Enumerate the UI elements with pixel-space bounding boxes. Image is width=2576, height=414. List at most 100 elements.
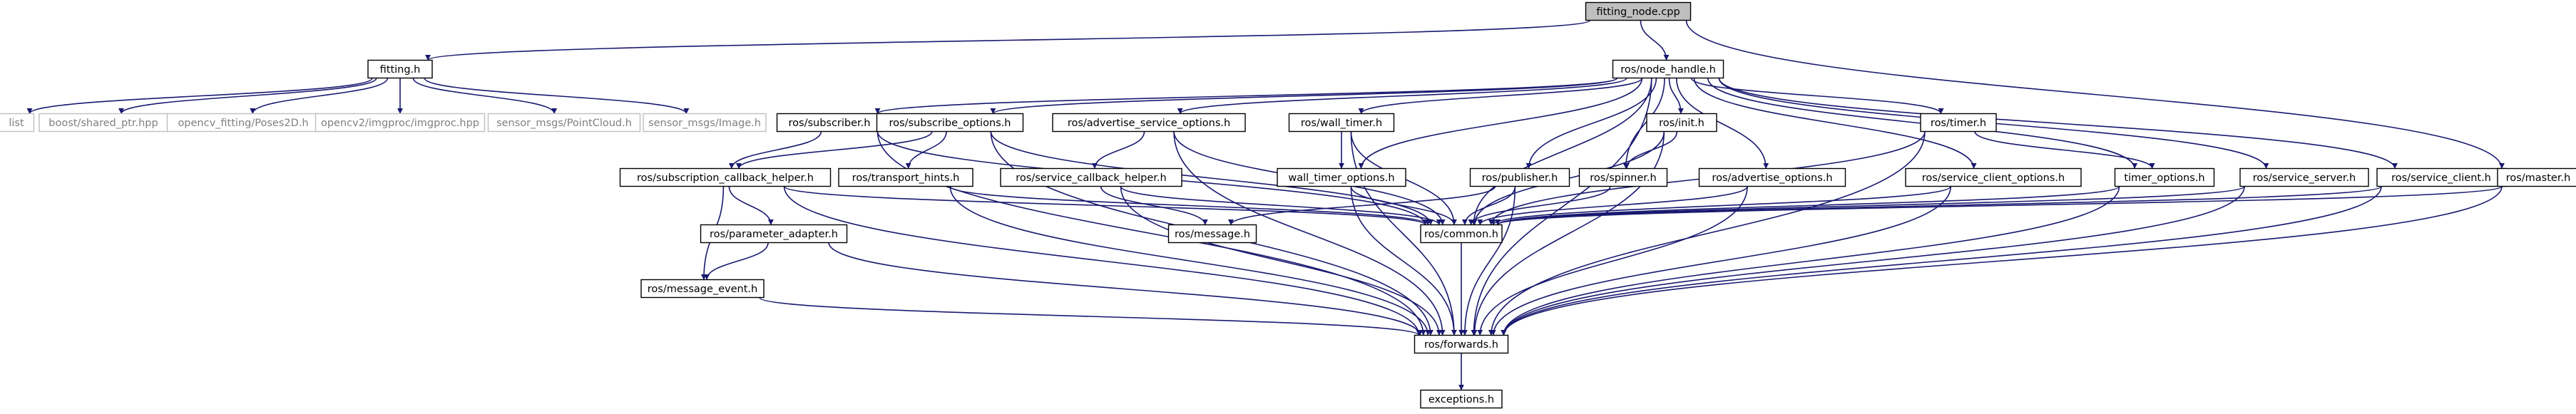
node-label: ros/publisher.h: [1482, 172, 1558, 184]
node-timer-h[interactable]: ros/timer.h: [1920, 113, 1997, 133]
node-spinner-h[interactable]: ros/spinner.h: [1578, 167, 1668, 187]
edge-service_server_h-to-forwards_h: [1501, 186, 2245, 336]
node-service-callback-helper-h[interactable]: ros/service_callback_helper.h: [1000, 167, 1182, 187]
node-master-h[interactable]: ros/master.h: [2497, 167, 2576, 187]
node-forwards-h[interactable]: ros/forwards.h: [1414, 334, 1509, 354]
edge-arrow: [412, 78, 558, 114]
node-node-handle-h[interactable]: ros/node_handle.h: [1612, 59, 1724, 79]
node-box: [1469, 167, 1570, 187]
node-wall-timer-options-h[interactable]: wall_timer_options.h: [1277, 167, 1406, 187]
node-label: ros/advertise_service_options.h: [1068, 118, 1230, 129]
edge-master_h-to-forwards_h: [1501, 186, 2503, 336]
node-fitting-node-cpp[interactable]: fitting_node.cpp: [1585, 1, 1692, 21]
node-service-server-h[interactable]: ros/service_server.h: [2239, 167, 2369, 187]
edge-arrow: [26, 77, 373, 115]
node-transport-hints-h[interactable]: ros/transport_hints.h: [838, 167, 973, 187]
edge-arrow: [905, 131, 947, 169]
edge-arrow: [1690, 78, 1944, 114]
edge-fitting_node_cpp-to-fitting_h: [425, 19, 1591, 61]
edge-parameter_adapter_h-to-message_event_h: [704, 242, 769, 280]
edge-arrow: [1675, 78, 1769, 169]
edge-subscribe_options_h-to-subscription_callback_helper_h: [735, 131, 933, 169]
edge-advertise_options_h-to-common_h: [1477, 186, 1748, 225]
node-common-h[interactable]: ros/common.h: [1420, 224, 1503, 244]
node-box: [1277, 167, 1406, 187]
edge-arrow: [1501, 186, 2120, 336]
node-message-h[interactable]: ros/message.h: [1167, 224, 1257, 244]
node-parameter-adapter-h[interactable]: ros/parameter_adapter.h: [700, 224, 848, 244]
edge-fitting_h-to-sensor_image: [424, 78, 690, 114]
edge-subscription_callback_helper_h-to-forwards_h: [783, 186, 1422, 336]
edge-arrow: [1468, 186, 1611, 225]
edge-publisher_h-to-forwards_h: [1461, 186, 1516, 336]
edges-layer: [26, 19, 2505, 390]
node-timer-options-h[interactable]: timer_options.h: [2114, 167, 2215, 187]
node-box: [1646, 113, 1717, 133]
edge-fitting_h-to-sensor_pointcloud: [412, 78, 558, 114]
edge-arrow: [1718, 78, 2398, 169]
edge-arrow: [1495, 185, 2382, 226]
node-subscribe-options-h[interactable]: ros/subscribe_options.h: [876, 113, 1024, 133]
node-label: ros/service_server.h: [2253, 172, 2356, 184]
node-box: [1578, 167, 1668, 187]
node-label: ros/subscription_callback_helper.h: [637, 172, 814, 184]
node-box: [1167, 224, 1257, 244]
edge-arrow: [1350, 131, 1457, 336]
edge-arrow: [1974, 131, 2155, 169]
edge-node_handle_h-to-spinner_h: [1622, 78, 1665, 169]
edge-arrow: [1350, 186, 1457, 225]
node-box: [0, 113, 35, 133]
node-box: [643, 113, 767, 133]
edge-arrow: [759, 296, 1422, 336]
node-label: ros/node_handle.h: [1620, 64, 1716, 76]
node-message-event-h[interactable]: ros/message_event.h: [640, 279, 765, 299]
edge-wall_timer_options_h-to-forwards_h: [1350, 186, 1457, 336]
edge-parameter_adapter_h-to-forwards_h: [828, 242, 1424, 336]
node-wall-timer-h[interactable]: ros/wall_timer.h: [1288, 113, 1395, 133]
edge-subscription_callback_helper_h-to-parameter_adapter_h: [728, 186, 774, 225]
node-box: [2114, 167, 2215, 187]
edge-node_handle_h-to-service_client_h: [1718, 78, 2398, 169]
node-label: wall_timer_options.h: [1288, 172, 1394, 184]
node-service-client-options-h[interactable]: ros/service_client_options.h: [1905, 167, 2082, 187]
edge-publisher_h-to-common_h: [1461, 186, 1516, 225]
edge-arrow: [425, 19, 1591, 61]
edge-node_handle_h-to-publisher_h: [1525, 78, 1657, 169]
node-fitting-h[interactable]: fitting.h: [367, 59, 433, 79]
node-label: boost/shared_ptr.hpp: [48, 118, 158, 129]
node-advertise-options-h[interactable]: ros/advertise_options.h: [1698, 167, 1846, 187]
node-box: [1905, 167, 2082, 187]
edge-subscription_callback_helper_h-to-common_h: [783, 185, 1428, 226]
edge-arrow: [704, 242, 769, 280]
node-publisher-h[interactable]: ros/publisher.h: [1469, 167, 1570, 187]
edge-fitting_h-to-boost_shared_ptr: [118, 78, 377, 114]
node-service-client-h[interactable]: ros/service_client.h: [2376, 167, 2506, 187]
node-box: [166, 113, 320, 133]
edge-arrow: [1668, 78, 1684, 114]
node-label: sensor_msgs/PointCloud.h: [496, 118, 632, 129]
node-init-h[interactable]: ros/init.h: [1646, 113, 1717, 133]
node-advertise-service-options-h[interactable]: ros/advertise_service_options.h: [1052, 113, 1246, 133]
node-box: [876, 113, 1024, 133]
edge-timer_h-to-timer_options_h: [1974, 131, 2155, 169]
edge-arrow: [118, 78, 377, 114]
edge-arrow: [1358, 78, 1643, 114]
edge-timer_options_h-to-forwards_h: [1501, 186, 2120, 336]
edge-arrow: [1477, 186, 1748, 225]
edge-service_callback_helper_h-to-forwards_h: [1120, 186, 1442, 336]
node-label: ros/service_client.h: [2391, 172, 2491, 184]
node-box: [1920, 113, 1997, 133]
edge-service_callback_helper_h-to-message_h: [1100, 186, 1208, 225]
edge-subscriber_h-to-subscription_callback_helper_h: [728, 131, 822, 169]
edge-arrow: [1358, 78, 1643, 169]
edge-wall_timer_options_h-to-common_h: [1350, 186, 1457, 225]
node-label: ros/subscribe_options.h: [889, 118, 1011, 129]
node-label: ros/spinner.h: [1590, 172, 1656, 184]
node-exceptions-h[interactable]: exceptions.h: [1420, 389, 1503, 409]
edge-arrow: [1501, 186, 2245, 336]
node-subscriber-h[interactable]: ros/subscriber.h: [776, 113, 883, 133]
edge-arrow: [949, 185, 1431, 226]
node-subscription-callback-helper-h[interactable]: ros/subscription_callback_helper.h: [619, 167, 832, 187]
node-box: [700, 224, 848, 244]
